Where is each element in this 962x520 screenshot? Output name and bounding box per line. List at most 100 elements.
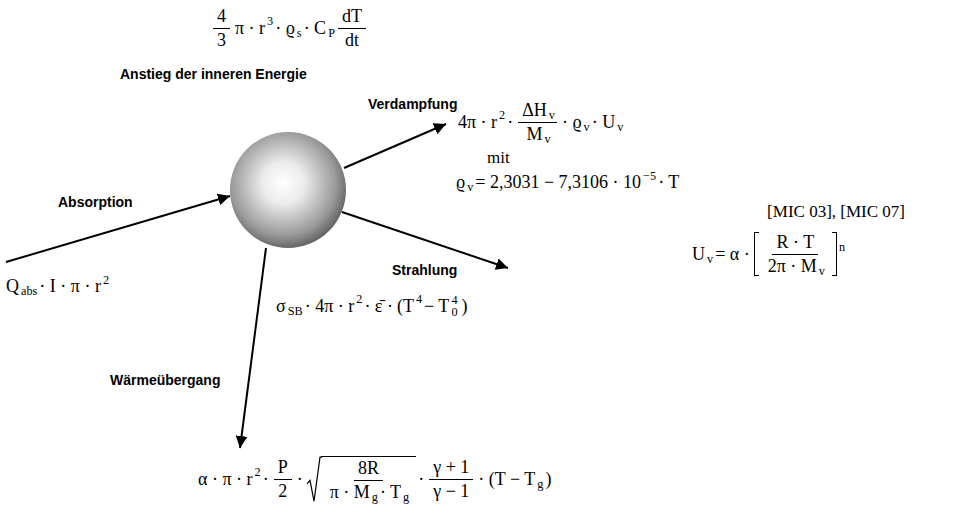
sub-superscript: 40 (451, 294, 457, 318)
formula-term: ΔH (522, 100, 547, 121)
superscript: 3 (267, 14, 273, 28)
formula-term: = α · (715, 244, 750, 265)
denominator: γ − 1 (429, 480, 473, 502)
formula-term: · C (304, 18, 327, 39)
formula-term: π · r (235, 18, 265, 39)
superscript: 2 (356, 292, 362, 306)
numerator: dT (338, 6, 366, 29)
formula: Uv= α ·R · T2π · Mvn (690, 232, 845, 276)
formula-term: 3 (217, 30, 226, 51)
numerator: γ + 1 (429, 457, 473, 480)
formula-term: · T (380, 482, 401, 503)
superscript: 2 (499, 108, 505, 122)
formula-term: ) (545, 469, 551, 490)
reference-note: [MIC 03], [MIC 07] (767, 202, 905, 221)
subscript: g (537, 477, 543, 491)
radical-sign (306, 456, 321, 502)
denominator: dt (341, 29, 363, 51)
formula-term: · (418, 469, 424, 490)
numerator: P (274, 457, 292, 480)
particle-sphere (230, 132, 346, 248)
fraction: ΔHvMv (518, 100, 557, 144)
formula-term: · 4π · r (305, 296, 355, 317)
formula-term: ) (462, 296, 468, 317)
formula-term: π · M (330, 482, 370, 503)
formula-term: γ + 1 (433, 457, 469, 478)
subscript: 0 (451, 306, 457, 318)
term-heading: Anstieg der inneren Energie (120, 66, 307, 82)
formula-term: · (297, 469, 303, 490)
formula-term: ϱ (456, 172, 465, 193)
superscript: 2 (103, 273, 109, 287)
note-text: mit (487, 148, 510, 168)
denominator: 3 (213, 29, 230, 51)
superscript: 4 (416, 292, 422, 306)
bracket-right (832, 232, 837, 276)
subscript: g (372, 490, 378, 504)
subscript: v (545, 132, 551, 146)
term-heading: Verdampfung (368, 96, 457, 112)
subscript: v (819, 264, 825, 278)
heading-label: Anstieg der inneren Energie (120, 66, 307, 82)
subscript: v (617, 120, 623, 134)
superscript: n (839, 240, 845, 254)
formula-term: · (263, 469, 269, 490)
formula-term: Q (6, 276, 19, 297)
subscript: s (297, 26, 302, 40)
formula-term: · U (592, 112, 616, 133)
fraction: γ + 1 γ − 1 (429, 457, 473, 501)
subscript: abs (21, 284, 37, 298)
formula-term: σ (276, 296, 286, 317)
numerator: 4 (213, 6, 230, 29)
subscript: g (403, 490, 409, 504)
heading-label: Strahlung (392, 262, 457, 278)
formula-term: dt (345, 30, 359, 51)
formula-term: · I · π · r (39, 276, 101, 297)
subscript: v (549, 108, 555, 122)
term-heading: Strahlung (392, 262, 457, 278)
subscript: v (707, 252, 713, 266)
subscript: P (328, 26, 335, 40)
formula-term: (T (397, 296, 414, 317)
note-text: [MIC 03], [MIC 07] (767, 202, 905, 222)
denominator: π · Mg· Tg (326, 481, 412, 503)
square-bracket: R · T2π · Mv (754, 232, 837, 276)
denominator: 2 (274, 480, 291, 502)
evaporation-arrow (344, 124, 446, 168)
square-root: 8Rπ · Mg· Tg (321, 456, 417, 502)
formula: Qabs· I · π · r2 (4, 276, 109, 297)
fraction: 8Rπ · Mg· Tg (326, 458, 412, 502)
formula-term: · ϱ (562, 112, 582, 133)
term-heading: Wärmeübergang (110, 372, 220, 388)
heading-label: Absorption (58, 194, 133, 210)
superscript: 2 (255, 465, 261, 479)
numerator: ΔHv (518, 100, 557, 123)
heat-transfer-arrow (240, 248, 266, 448)
formula: σSB· 4π · r2· ε̄ ·(T4− T40) (274, 294, 470, 318)
formula-term: 4π · r (458, 112, 497, 133)
denominator: Mv (522, 123, 552, 145)
formula-term: 4 (217, 6, 226, 27)
formula-term: P (278, 457, 288, 478)
fraction: R · T2π · Mv (764, 232, 827, 276)
term-heading: Absorption (58, 194, 133, 210)
formula-term: 2π · M (768, 256, 817, 277)
fraction: 43 (213, 6, 230, 50)
subscript: SB (288, 304, 303, 318)
formula-term: γ − 1 (433, 481, 469, 502)
denominator: 2π · Mv (764, 255, 827, 277)
formula: 43π · r3· ϱs· CPdTdt (210, 6, 369, 50)
formula-term: U (692, 244, 705, 265)
formula-term: · (507, 112, 513, 133)
formula-term: dT (342, 6, 362, 27)
heading-label: Verdampfung (368, 96, 457, 112)
fraction: dT dt (338, 6, 366, 50)
formula-term: = 2,3031 − 7,3106 · 10 (475, 172, 641, 193)
formula-term: R · T (776, 232, 814, 253)
radiation-arrow (342, 212, 508, 268)
formula-term: 2 (278, 481, 287, 502)
heading-label: Wärmeübergang (110, 372, 220, 388)
formula-term: α · π · r (198, 469, 253, 490)
superscript: 4 (451, 294, 457, 306)
reference-note: mit (487, 148, 510, 167)
